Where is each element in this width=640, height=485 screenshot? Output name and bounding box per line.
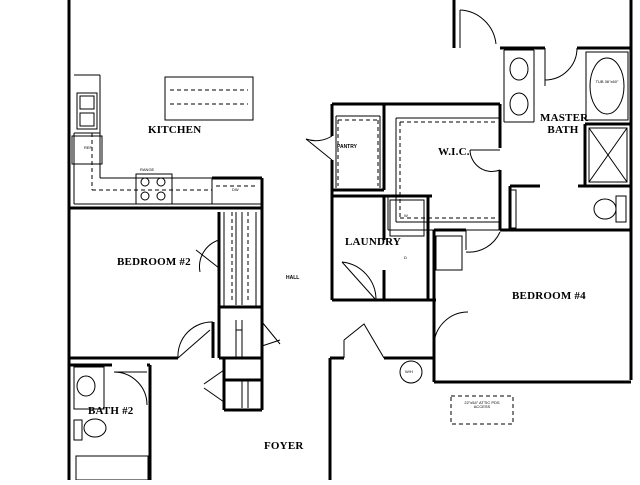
water-heater <box>399 360 423 384</box>
doors <box>113 9 578 406</box>
room-label-foyer: FOYER <box>264 440 304 452</box>
fixture-label-tub: TUB 36"x60" <box>595 79 619 84</box>
room-label-master-bath: MASTER BATH <box>540 112 589 136</box>
room-label-bedroom-4: BEDROOM #4 <box>512 290 586 302</box>
kitchen-island <box>164 76 254 121</box>
fixture-label-attic-access: 22"x54" ATTIC PDS ACCESS <box>464 400 500 409</box>
fixture-label-dryer: D <box>404 255 407 260</box>
bath2-fixtures <box>73 375 107 441</box>
fixture-label-fridge: REF <box>84 145 92 150</box>
fixture-label-range: RANGE <box>140 167 155 172</box>
fixture-label-washer: W <box>404 213 408 218</box>
fixture-label-dishwasher: DW <box>232 187 239 192</box>
room-label-pantry: PANTRY <box>337 144 357 150</box>
counters <box>73 49 628 481</box>
fridge <box>71 135 103 165</box>
room-label-wic: W.I.C. <box>438 146 470 158</box>
range <box>135 173 173 205</box>
room-label-bedroom-2: BEDROOM #2 <box>117 256 191 268</box>
kitchen-sink <box>76 92 98 130</box>
room-label-laundry: LAUNDRY <box>345 236 402 248</box>
room-label-kitchen: KITCHEN <box>148 124 202 136</box>
attic-access <box>450 395 514 425</box>
room-label-bath-2: BATH #2 <box>88 405 134 417</box>
shower <box>588 127 628 183</box>
cabinet-lines <box>91 119 496 300</box>
fixture-label-water-heater: W/H <box>405 369 413 374</box>
master-toilet <box>593 195 627 223</box>
room-label-hall: HALL <box>286 275 300 281</box>
master-sinks <box>509 57 529 116</box>
master-tub <box>585 51 629 121</box>
